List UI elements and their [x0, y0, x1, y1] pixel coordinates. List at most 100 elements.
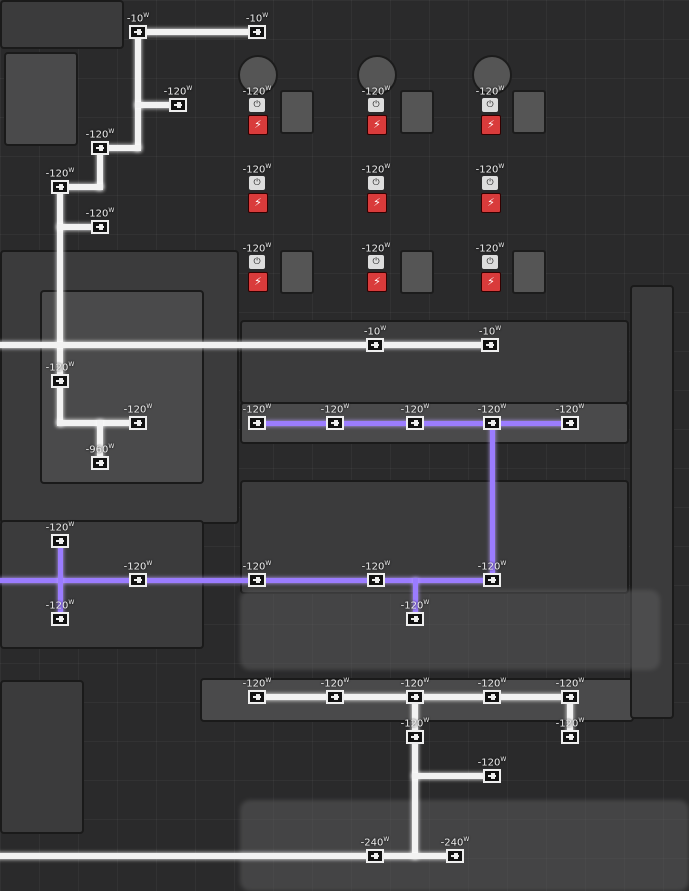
power-label: -960W [85, 443, 115, 456]
power-label: -120W [123, 403, 153, 416]
building-block [240, 480, 629, 594]
wire [135, 102, 181, 108]
power-label: -120W [45, 361, 75, 374]
power-label: -120W [555, 403, 585, 416]
heavy-wire [0, 577, 495, 583]
power-label: -120W [475, 85, 505, 98]
wire-bridge-icon[interactable] [326, 690, 344, 704]
wire-bridge-icon[interactable] [481, 338, 499, 352]
power-label: -120W [45, 167, 75, 180]
wire [57, 224, 103, 230]
wire-bridge-icon[interactable] [366, 849, 384, 863]
power-outlet-icon[interactable]: ⏻ [482, 255, 498, 269]
wire-bridge-icon[interactable] [248, 25, 266, 39]
power-outlet-icon[interactable]: ⏻ [249, 255, 265, 269]
wire [0, 342, 493, 348]
machine [400, 90, 434, 134]
wire-bridge-icon[interactable] [561, 416, 579, 430]
heavy-wire [412, 577, 418, 622]
power-label: -120W [477, 560, 507, 573]
wire-bridge-icon[interactable] [91, 456, 109, 470]
gas-cloud [240, 590, 660, 670]
power-label: -120W [45, 599, 75, 612]
power-label: -120W [400, 677, 430, 690]
wire-bridge-icon[interactable] [51, 180, 69, 194]
wire-bridge-icon[interactable] [51, 534, 69, 548]
wire-bridge-icon[interactable] [483, 769, 501, 783]
machine [238, 55, 278, 95]
power-label: -120W [361, 85, 391, 98]
machine [512, 90, 546, 134]
power-label: -120W [163, 85, 193, 98]
wire-bridge-icon[interactable] [248, 690, 266, 704]
machine [472, 55, 512, 95]
wire [57, 184, 103, 190]
no-power-icon: ⚡ [248, 193, 268, 213]
machine [357, 55, 397, 95]
power-label: -120W [400, 717, 430, 730]
power-outlet-icon[interactable]: ⏻ [368, 176, 384, 190]
power-label: -120W [242, 85, 272, 98]
wire-bridge-icon[interactable] [561, 690, 579, 704]
wire-bridge-icon[interactable] [326, 416, 344, 430]
power-label: -120W [242, 677, 272, 690]
wire-bridge-icon[interactable] [129, 25, 147, 39]
wire-bridge-icon[interactable] [446, 849, 464, 863]
power-label: -120W [242, 163, 272, 176]
power-outlet-icon[interactable]: ⏻ [249, 176, 265, 190]
wire-bridge-icon[interactable] [91, 141, 109, 155]
power-outlet-icon[interactable]: ⏻ [368, 255, 384, 269]
power-label: -120W [477, 677, 507, 690]
power-outlet-icon[interactable]: ⏻ [482, 98, 498, 112]
wire [135, 29, 260, 35]
wire-bridge-icon[interactable] [406, 416, 424, 430]
power-label: -10W [245, 12, 269, 25]
no-power-icon: ⚡ [481, 115, 501, 135]
no-power-icon: ⚡ [367, 115, 387, 135]
machine [512, 250, 546, 294]
power-label: -120W [555, 717, 585, 730]
power-outlet-icon[interactable]: ⏻ [249, 98, 265, 112]
building-block [0, 0, 124, 49]
power-outlet-icon[interactable]: ⏻ [368, 98, 384, 112]
wire-bridge-icon[interactable] [169, 98, 187, 112]
power-label: -120W [242, 242, 272, 255]
wire-bridge-icon[interactable] [248, 416, 266, 430]
building-block [240, 320, 629, 404]
wire [135, 29, 141, 151]
power-label: -120W [242, 403, 272, 416]
wire [412, 773, 495, 779]
wire-bridge-icon[interactable] [366, 338, 384, 352]
wire-bridge-icon[interactable] [51, 612, 69, 626]
wire-bridge-icon[interactable] [51, 374, 69, 388]
wire-bridge-icon[interactable] [248, 573, 266, 587]
machine [280, 90, 314, 134]
power-label: -120W [477, 756, 507, 769]
wire-bridge-icon[interactable] [483, 573, 501, 587]
wire [97, 145, 141, 151]
power-outlet-icon[interactable]: ⏻ [482, 176, 498, 190]
power-label: -120W [475, 163, 505, 176]
wire-bridge-icon[interactable] [406, 612, 424, 626]
power-label: -120W [400, 599, 430, 612]
wire-bridge-icon[interactable] [483, 690, 501, 704]
machine [280, 250, 314, 294]
wire-bridge-icon[interactable] [406, 690, 424, 704]
power-label: -120W [361, 560, 391, 573]
wire-bridge-icon[interactable] [91, 220, 109, 234]
power-label: -120W [361, 242, 391, 255]
power-label: -120W [555, 677, 585, 690]
wire [567, 694, 573, 740]
wire [97, 420, 103, 466]
wire-bridge-icon[interactable] [367, 573, 385, 587]
wire-bridge-icon[interactable] [406, 730, 424, 744]
no-power-icon: ⚡ [481, 193, 501, 213]
no-power-icon: ⚡ [481, 272, 501, 292]
heavy-wire [57, 538, 63, 622]
power-label: -120W [361, 163, 391, 176]
wire-bridge-icon[interactable] [561, 730, 579, 744]
wire-bridge-icon[interactable] [129, 416, 147, 430]
power-label: -120W [123, 560, 153, 573]
wire-bridge-icon[interactable] [483, 416, 501, 430]
wire-bridge-icon[interactable] [129, 573, 147, 587]
